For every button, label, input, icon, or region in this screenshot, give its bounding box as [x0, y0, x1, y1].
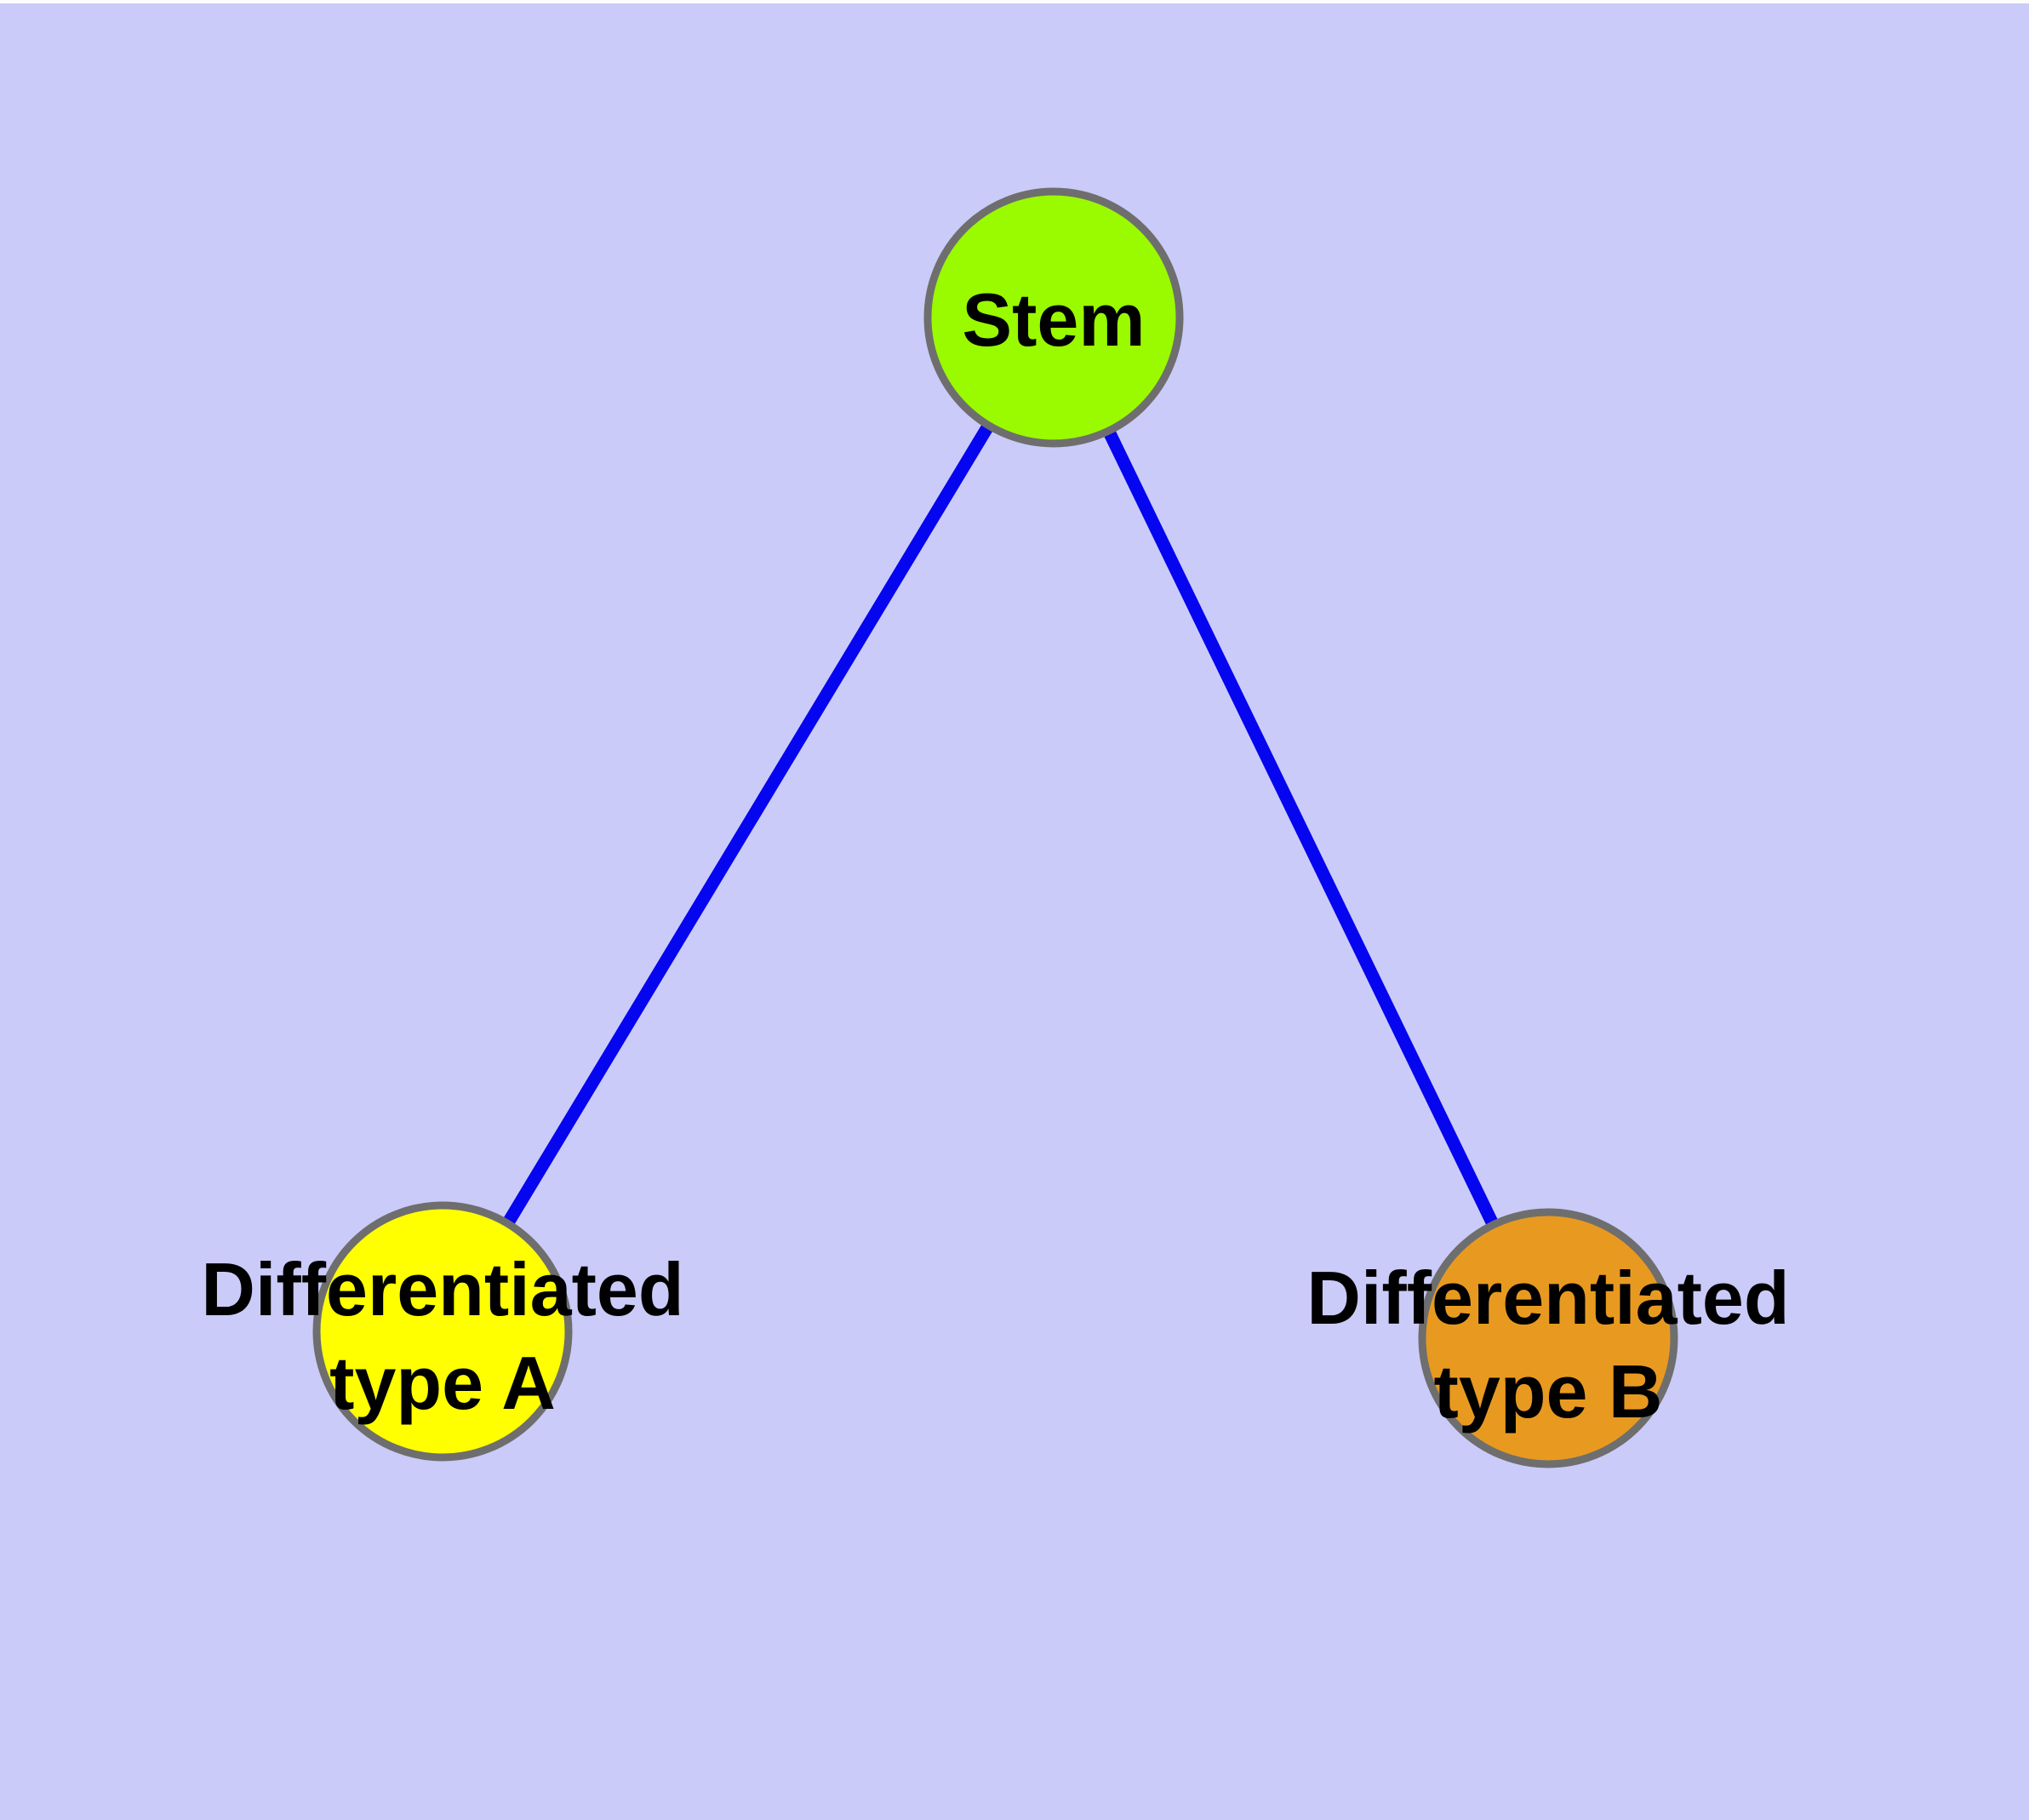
node-type-b-circle	[1418, 1208, 1678, 1468]
top-strip-border	[0, 0, 2029, 3]
node-stem-circle	[923, 187, 1184, 448]
node-type-a-circle	[312, 1201, 573, 1462]
edge-stem-to-type-a	[437, 314, 1060, 1335]
edge-stem-to-type-b	[1048, 314, 1554, 1342]
